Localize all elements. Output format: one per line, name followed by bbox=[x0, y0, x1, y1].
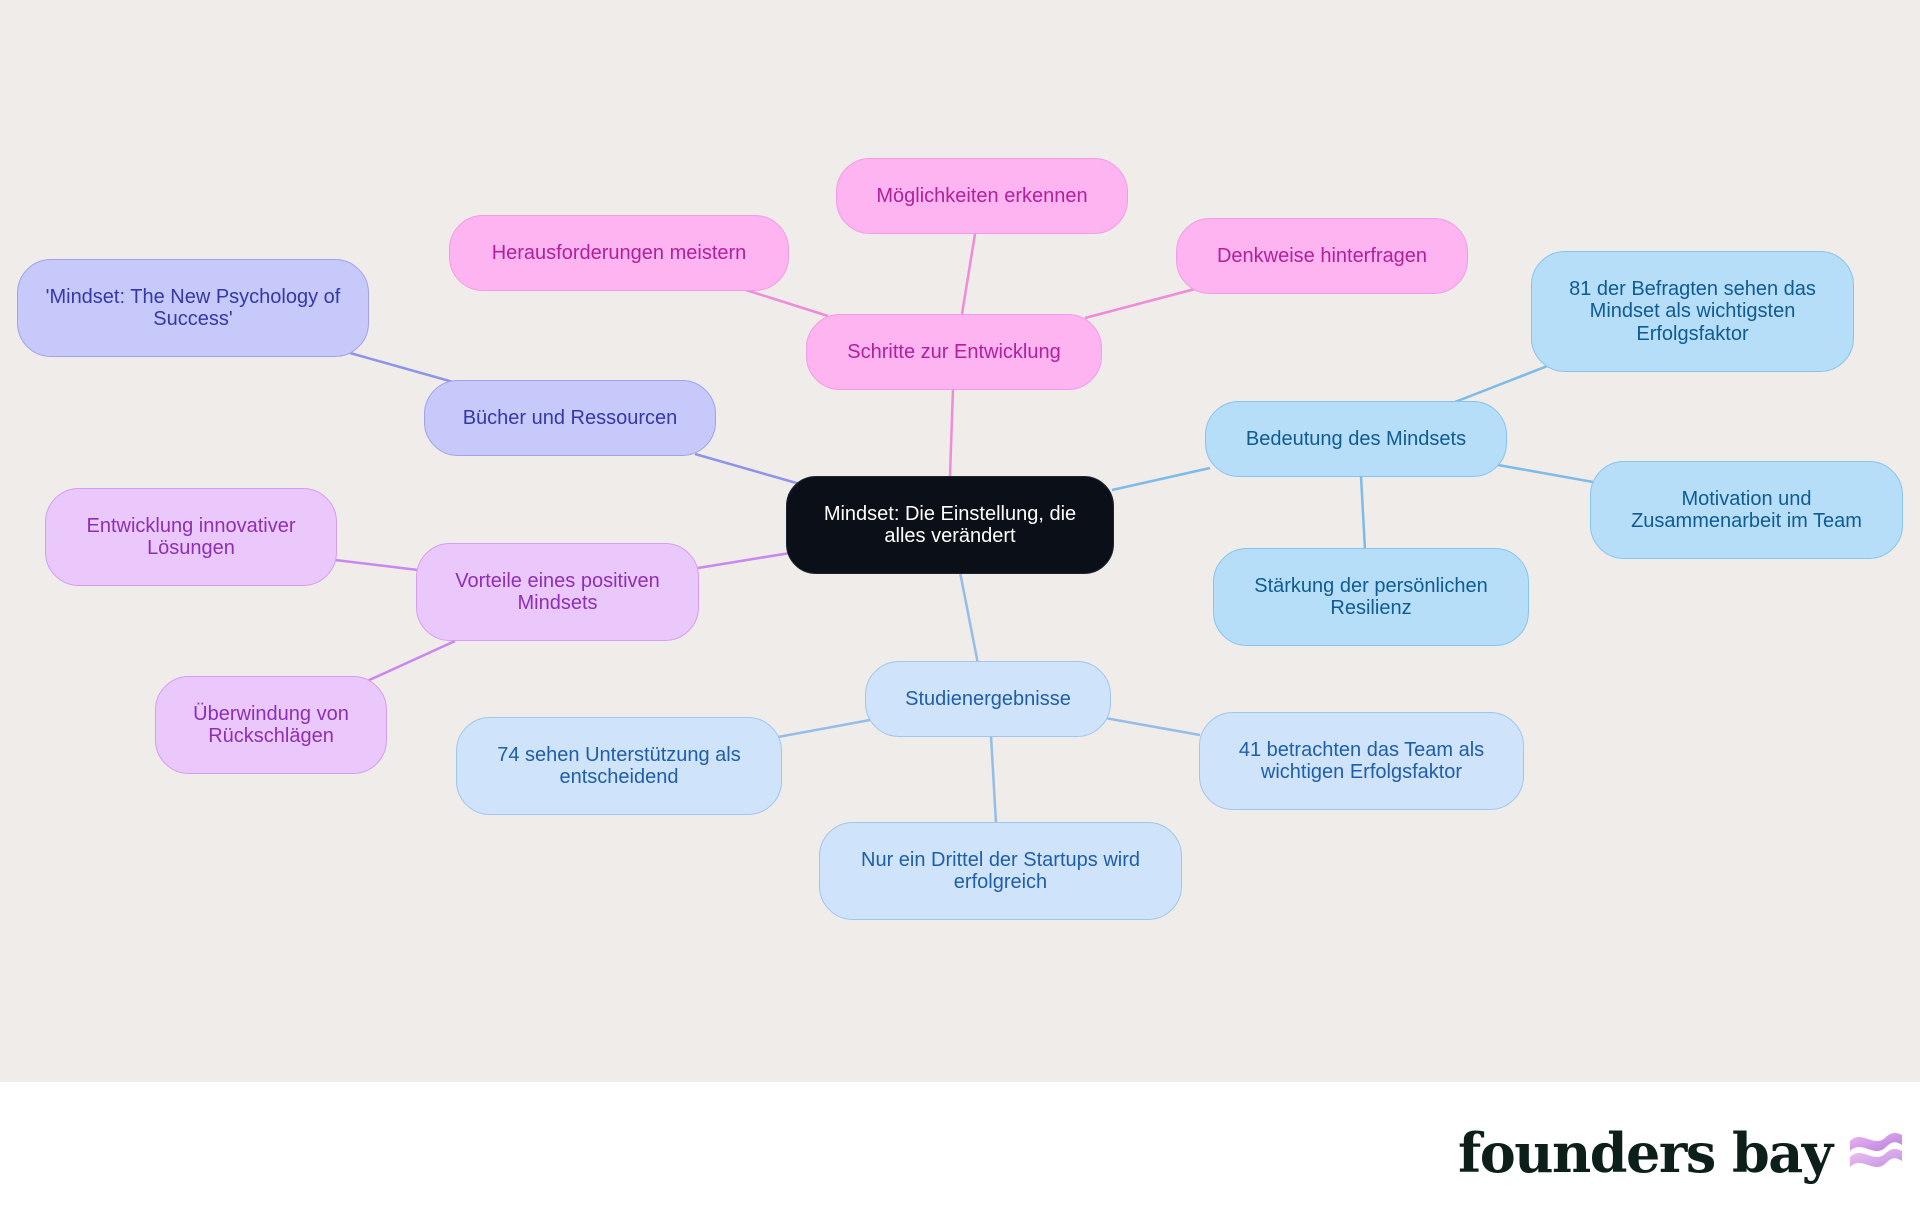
edge-entwicklung-herausforderungen bbox=[745, 288, 829, 318]
branch-buecher-und-ressourcen[interactable]: Bücher und Ressourcen bbox=[424, 380, 716, 456]
edge-studien-74 bbox=[777, 718, 871, 739]
edge-center-bedeutung bbox=[1111, 466, 1211, 492]
mindmap-canvas: Mindset: Die Einstellung, die alles verä… bbox=[0, 0, 1920, 1082]
node-herausforderungen-meistern[interactable]: Herausforderungen meistern bbox=[449, 215, 789, 291]
edge-center-vorteile bbox=[697, 551, 791, 570]
node-mindset-book[interactable]: 'Mindset: The New Psychology of Success' bbox=[17, 259, 369, 357]
node-74-unterstuetzung[interactable]: 74 sehen Unterstützung als entscheidend bbox=[456, 717, 782, 815]
edge-vorteile-innovativ bbox=[334, 558, 419, 572]
edge-center-buecher bbox=[694, 452, 801, 486]
branch-vorteile-positiven-mindsets[interactable]: Vorteile eines positiven Mindsets bbox=[416, 543, 699, 641]
logo-text: founders bay bbox=[1458, 1121, 1833, 1185]
mindmap-edges bbox=[334, 233, 1594, 824]
node-staerkung-resilienz[interactable]: Stärkung der persönlichen Resilienz bbox=[1213, 548, 1529, 646]
edge-vorteile-rueckschlaege bbox=[364, 639, 456, 684]
node-ueberwindung-rueckschlaege[interactable]: Überwindung von Rückschlägen bbox=[155, 676, 387, 774]
edge-entwicklung-denkweise bbox=[1084, 287, 1196, 320]
edge-buecher-book bbox=[349, 351, 454, 384]
center-node[interactable]: Mindset: Die Einstellung, die alles verä… bbox=[786, 476, 1114, 574]
node-innovative-loesungen[interactable]: Entwicklung innovativer Lösungen bbox=[45, 488, 337, 586]
founders-bay-logo[interactable]: founders bay bbox=[1458, 1118, 1906, 1188]
edge-bedeutung-81 bbox=[1454, 363, 1551, 404]
node-drittel-startups[interactable]: Nur ein Drittel der Startups wird erfolg… bbox=[819, 822, 1182, 920]
edge-bedeutung-resilienz bbox=[1359, 475, 1367, 551]
branch-bedeutung-des-mindsets[interactable]: Bedeutung des Mindsets bbox=[1205, 401, 1507, 477]
branch-schritte-zur-entwicklung[interactable]: Schritte zur Entwicklung bbox=[806, 314, 1102, 390]
node-moeglichkeiten-erkennen[interactable]: Möglichkeiten erkennen bbox=[836, 158, 1128, 234]
node-denkweise-hinterfragen[interactable]: Denkweise hinterfragen bbox=[1176, 218, 1468, 294]
edge-studien-41 bbox=[1104, 716, 1201, 737]
branch-studienergebnisse[interactable]: Studienergebnisse bbox=[865, 661, 1111, 737]
edge-entwicklung-moeglichkeiten bbox=[960, 233, 977, 315]
edge-center-entwicklung bbox=[948, 387, 955, 477]
edge-studien-drittel bbox=[989, 735, 998, 824]
node-41-team[interactable]: 41 betrachten das Team als wichtigen Erf… bbox=[1199, 712, 1524, 810]
node-81-befragten[interactable]: 81 der Befragten sehen das Mindset als w… bbox=[1531, 251, 1854, 372]
footer bbox=[0, 1082, 1920, 1215]
wave-logo-icon bbox=[1846, 1127, 1906, 1180]
edge-bedeutung-motivation bbox=[1497, 463, 1594, 484]
node-motivation-zusammenarbeit[interactable]: Motivation und Zusammenarbeit im Team bbox=[1590, 461, 1903, 559]
edge-center-studien bbox=[958, 571, 980, 665]
